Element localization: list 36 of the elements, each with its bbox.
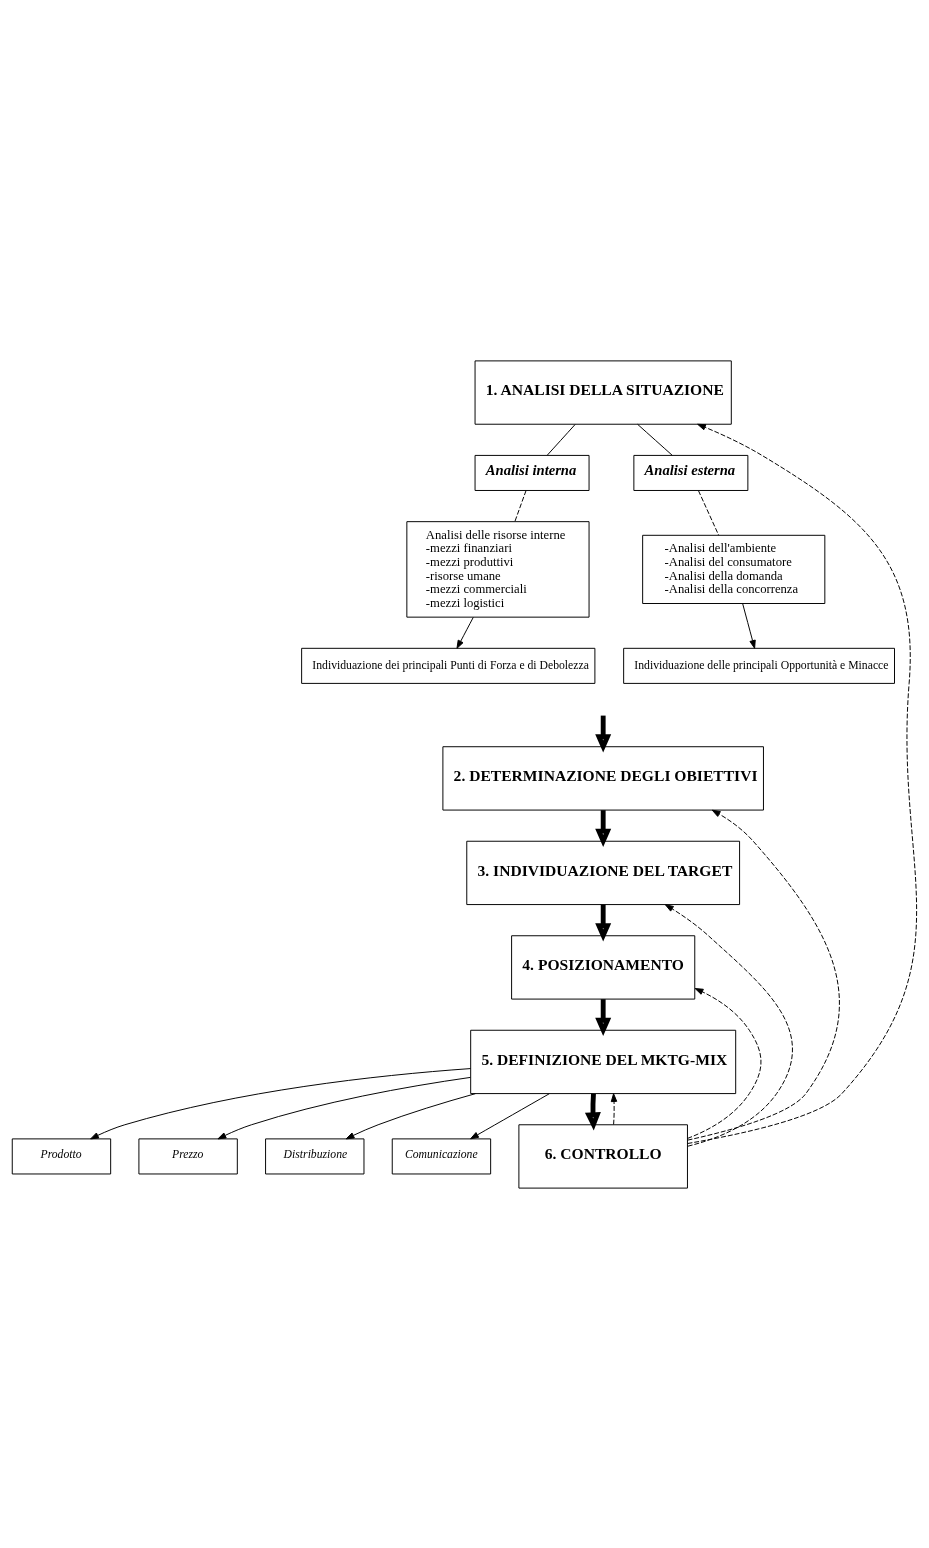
arrow (90, 1067, 472, 1139)
node-box: 1. ANALISI DELLA SITUAZIONE (474, 359, 732, 425)
arrow (610, 1092, 618, 1125)
node-box: -Analisi dell'ambiente -Analisi del consumatore -Analisi della domanda -Analisi della concorrenza (642, 534, 826, 604)
node-box: 4. POSIZIONAMENTO (511, 934, 696, 1000)
arrow (595, 715, 612, 753)
node-box: Prodotto (11, 1137, 112, 1174)
arrow (595, 809, 612, 847)
arrow (584, 1093, 601, 1131)
arrow (664, 903, 793, 1147)
connector (637, 423, 673, 456)
node-box: 6. CONTROLLO (518, 1123, 688, 1189)
node-box: Individuazione delle principali Opportunità e Minacce (623, 647, 895, 684)
arrow (687, 987, 762, 1139)
arrow (456, 616, 474, 649)
connector (546, 423, 576, 456)
node-box: Distribuzione (265, 1137, 365, 1174)
connector (698, 489, 720, 536)
node-box: Comunicazione (391, 1137, 492, 1174)
node-box: Prezzo (138, 1137, 238, 1174)
connector (514, 489, 527, 522)
node-box: Analisi delle risorse interne -mezzi finanziari -mezzi produttivi -risorse umane -mezzi commerciali -mezzi logistici (406, 520, 590, 618)
arrow (470, 1092, 550, 1139)
arrow (687, 423, 918, 1144)
node-box: Individuazione dei principali Punti di Forza e di Debolezza (301, 647, 596, 684)
node-box: 5. DEFINIZIONE DEL MKTG-MIX (470, 1029, 737, 1094)
arrow (595, 998, 612, 1036)
node-box: Analisi esterna (633, 454, 749, 491)
arrow (345, 1092, 476, 1139)
node-box: 3. INDIVIDUAZIONE DEL TARGET (466, 840, 741, 905)
arrow (217, 1076, 471, 1139)
arrow (742, 602, 756, 649)
node-box: 2. DETERMINAZIONE DEGLI OBIETTIVI (442, 745, 764, 811)
arrow (687, 809, 840, 1141)
arrow (595, 904, 612, 941)
node-box: Analisi interna (474, 454, 590, 491)
